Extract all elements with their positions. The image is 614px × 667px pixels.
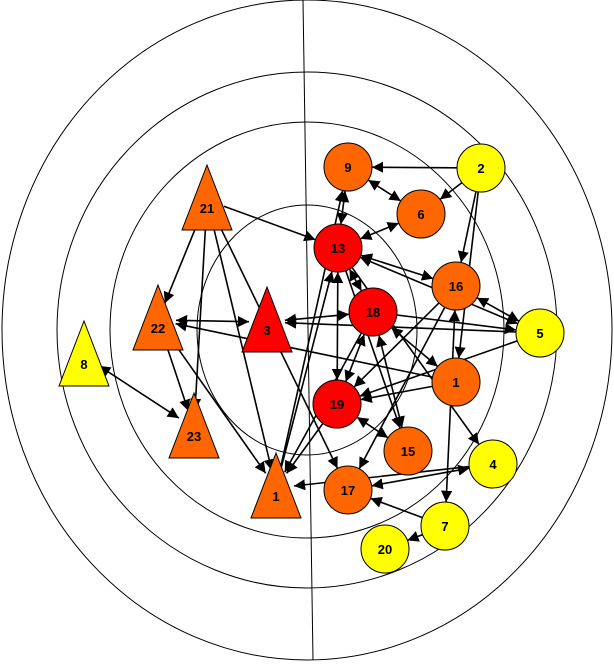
edge-n-18-n-5 [396,314,517,335]
node-shape-n-16 [431,261,481,311]
edge-n-11-n-22 [175,320,433,378]
ring-2 [109,121,505,539]
edge-n-22-n-1 [167,334,267,474]
node-shape-n-13 [313,223,363,273]
node-n-2: 2 [456,143,506,193]
edge-n-21-n-1 [208,217,275,471]
node-n-13: 13 [313,223,363,273]
node-label-n-18: 18 [366,305,380,320]
node-label-n-4: 4 [489,457,497,472]
node-n-18: 18 [348,287,398,337]
edges-layer [98,161,520,542]
node-shape-n-15 [383,426,433,476]
node-n-20: 20 [360,524,410,574]
node-n-11: 1 [431,357,481,407]
node-shape-n-5 [515,308,565,358]
node-label-n-9: 9 [344,160,351,175]
node-label-n-17: 17 [341,483,355,498]
node-label-n-1: 1 [272,489,279,504]
node-shape-n-7 [420,501,470,551]
node-label-n-11: 1 [452,375,459,390]
edge-n-19-n-15 [356,416,389,439]
node-n-8: 8 [58,319,110,387]
node-n-3: 3 [241,285,293,353]
node-n-16: 16 [431,261,481,311]
node-shape-n-1 [250,451,302,519]
node-shape-n-4 [468,439,518,489]
edge-n-19-n-1 [285,422,324,474]
edge-n-6-n-13 [359,222,400,240]
edge-n-4-n-17 [371,464,470,490]
node-shape-n-22 [132,283,184,351]
node-shape-n-19 [312,379,362,429]
node-n-15: 15 [383,426,433,476]
edge-n-1-n-13 [279,270,335,471]
node-shape-n-8 [58,319,110,387]
node-shape-n-17 [323,465,373,515]
node-label-n-23: 23 [187,429,201,444]
node-shape-n-11 [431,357,481,407]
node-n-4: 4 [468,439,518,489]
edge-n-16-n-5 [476,297,520,322]
edge-n-4-n-1 [293,465,470,491]
node-n-17: 17 [323,465,373,515]
edge-n-11-n-19 [360,385,433,404]
node-label-n-2: 2 [477,161,484,176]
edge-n-3-n-18 [284,309,350,325]
node-n-6: 6 [396,189,446,239]
node-n-22: 22 [132,283,184,351]
node-n-21: 21 [181,163,233,231]
node-label-n-21: 21 [200,201,214,216]
node-n-1: 1 [250,451,302,519]
node-n-9: 9 [323,142,373,192]
vertical-axis-line [302,0,314,661]
node-shape-n-2 [456,143,506,193]
edge-n-7-n-20 [407,531,423,542]
edge-n-13-n-18 [348,268,363,292]
node-shape-n-18 [348,287,398,337]
node-n-23: 23 [168,391,220,459]
node-label-n-7: 7 [441,519,448,534]
edge-n-18-n-15 [376,335,405,428]
node-label-n-22: 22 [151,321,165,336]
edge-n-8-n-23 [98,365,180,419]
node-label-n-20: 20 [378,542,392,557]
edge-n-2-n-9 [371,161,458,173]
node-label-n-16: 16 [449,279,463,294]
node-shape-n-9 [323,142,373,192]
node-label-n-5: 5 [536,326,543,341]
edge-n-21-n-13 [223,205,316,242]
edge-n-5-n-3 [284,317,517,333]
edge-n-18-n-11 [390,326,439,368]
edge-n-2-n-6 [439,181,463,201]
edge-n-21-n-23 [190,217,211,411]
node-label-n-19: 19 [330,397,344,412]
node-label-n-3: 3 [263,323,270,338]
edge-n-22-n-3 [175,314,250,328]
node-label-n-8: 8 [80,357,87,372]
node-shape-n-20 [360,524,410,574]
node-label-n-13: 13 [331,241,345,256]
nodes-layer: 2 9 6 13 16 18 5 1 19 15 4 17 7 20 21 22 3 8 23 1 [58,142,565,574]
node-shape-n-6 [396,189,446,239]
node-n-19: 19 [312,379,362,429]
edge-n-2-n-16 [457,191,477,263]
node-label-n-15: 15 [401,444,415,459]
node-n-5: 5 [515,308,565,358]
node-shape-n-21 [181,163,233,231]
edge-n-18-n-19 [344,334,366,382]
edge-n-9-n-6 [367,179,402,202]
node-n-7: 7 [420,501,470,551]
node-shape-n-23 [168,391,220,459]
node-label-n-6: 6 [417,207,424,222]
node-shape-n-3 [241,285,293,353]
edge-n-7-n-17 [370,497,423,519]
edge-n-13-n-19 [331,271,344,381]
